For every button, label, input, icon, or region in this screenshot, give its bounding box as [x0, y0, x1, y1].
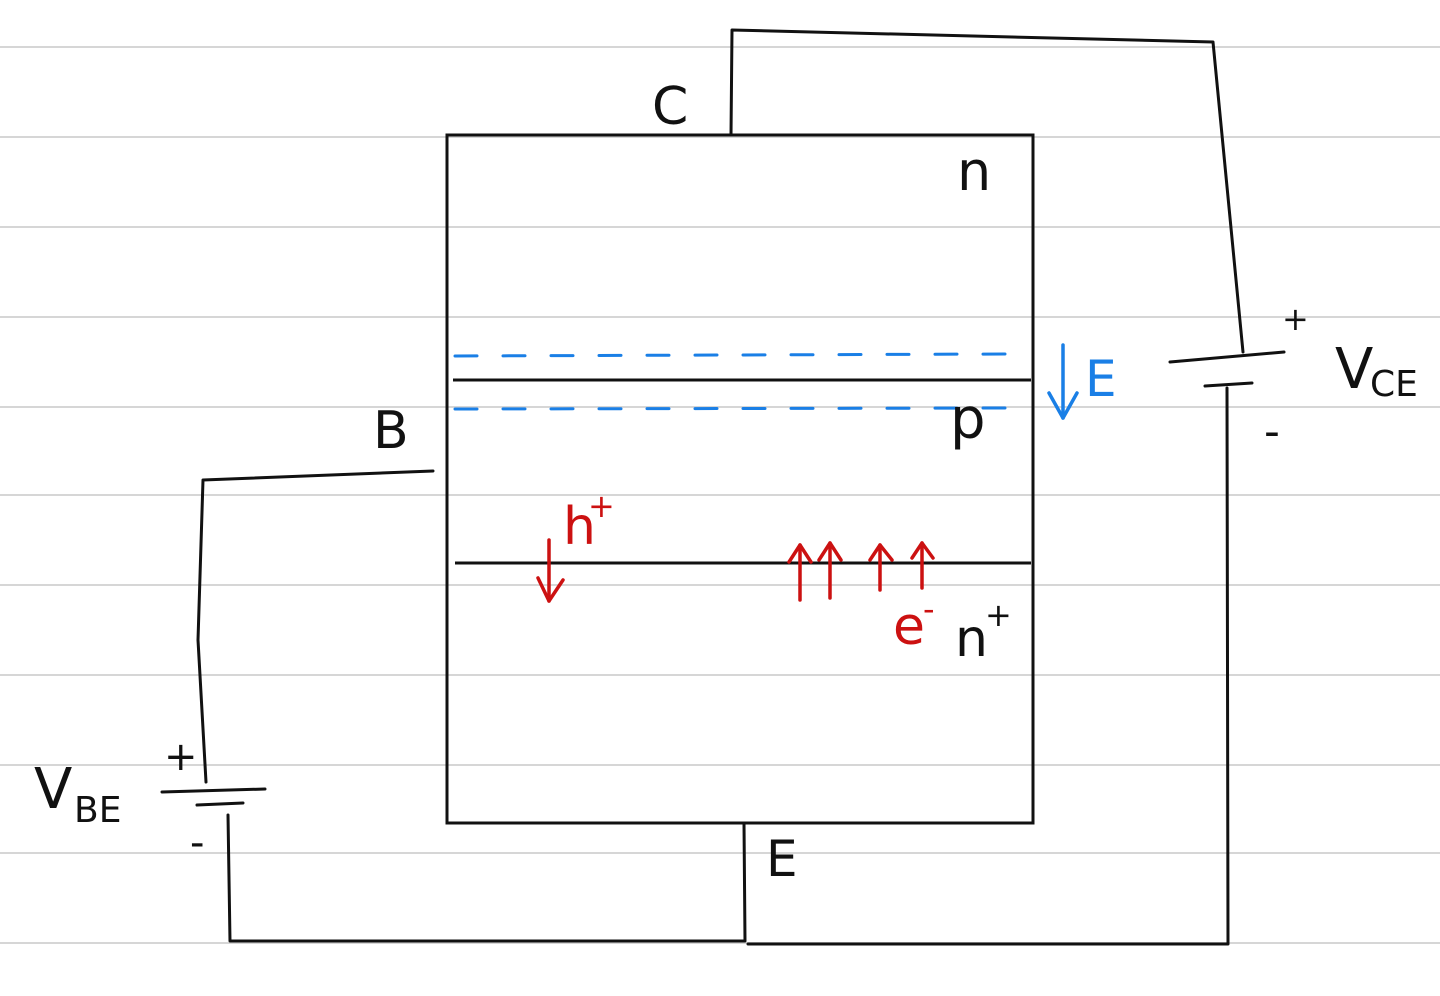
- emitter-wire: [226, 813, 747, 943]
- vbe-label: V: [34, 757, 72, 822]
- transistor-body: [445, 133, 1035, 825]
- hole-arrow-icon: [536, 538, 565, 603]
- vce-minus: -: [1264, 406, 1280, 457]
- collector-label: C: [652, 77, 688, 137]
- collector-region-label: n: [957, 140, 991, 203]
- emitter-region-sup: +: [985, 596, 1012, 634]
- vbe-battery: [160, 787, 267, 807]
- holes-label: h: [563, 497, 596, 557]
- vbe-minus: -: [190, 820, 204, 866]
- electrons-label: e: [893, 597, 925, 657]
- vce-negative-wire: [746, 386, 1230, 946]
- vce-plus: +: [1282, 300, 1309, 338]
- vce-subscript: CE: [1370, 364, 1418, 405]
- base-region-label: p: [950, 387, 986, 452]
- electron-arrows-icon: [787, 541, 935, 602]
- ruled-lines: [0, 46, 1440, 944]
- vbe-plus: +: [164, 734, 198, 780]
- base-wire: [196, 469, 435, 784]
- wires: [196, 28, 1245, 946]
- field-label: E: [1085, 350, 1117, 408]
- field-arrow-icon: [1047, 343, 1079, 420]
- emitter-region-label: n: [955, 609, 988, 669]
- vce-battery: [1168, 350, 1286, 388]
- holes-sup: +: [588, 487, 615, 525]
- vbe-subscript: BE: [74, 790, 121, 831]
- base-label: B: [373, 401, 409, 461]
- emitter-label: E: [766, 830, 798, 888]
- collector-wire: [729, 28, 1245, 354]
- electrons-sup: -: [923, 590, 935, 628]
- vce-label: V: [1335, 337, 1373, 402]
